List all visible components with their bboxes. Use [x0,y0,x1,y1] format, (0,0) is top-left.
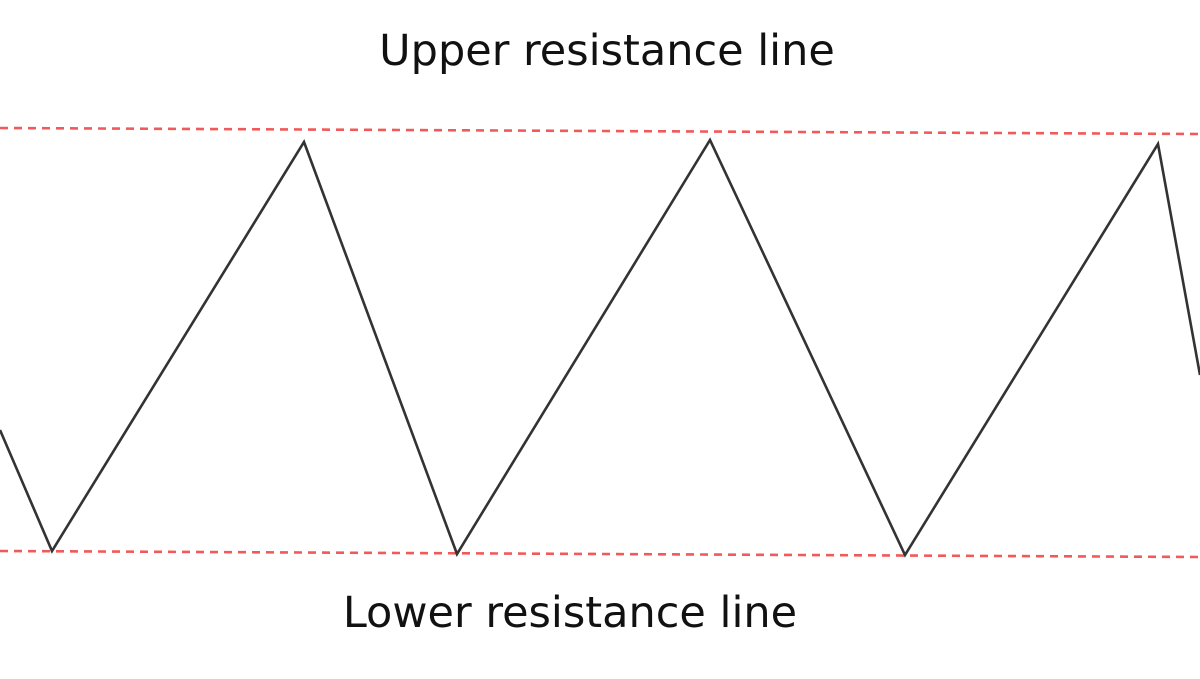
price-zigzag-line [0,137,1200,558]
lower-resistance-label: Lower resistance line [342,588,798,638]
upper-resistance-line [0,126,1200,136]
lower-resistance-line [0,549,1200,559]
upper-resistance-label: Upper resistance line [379,26,835,76]
